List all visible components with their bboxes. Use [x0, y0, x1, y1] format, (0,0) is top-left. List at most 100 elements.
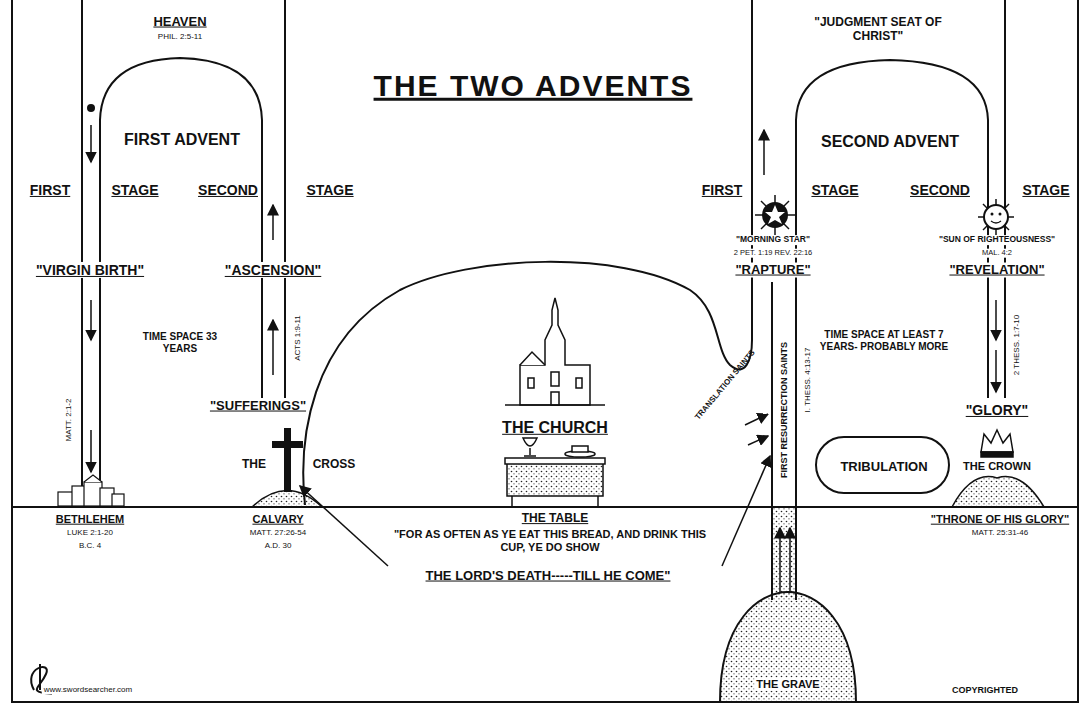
church-building: [551, 372, 559, 386]
label-text: ACTS 1:9-11: [293, 313, 302, 363]
movement-arrow: [995, 350, 997, 392]
communion-table: [505, 458, 605, 464]
first-advent-funnel: [81, 0, 83, 490]
diagram-title: THE TWO ADVENTS: [372, 69, 695, 104]
sun-of-righteousness: [984, 205, 1008, 229]
label-text: "REVELATION": [947, 263, 1046, 278]
communion-table: [529, 448, 531, 455]
morning-star: [761, 201, 789, 229]
frame: [12, 0, 1078, 702]
movement-arrow: [272, 205, 274, 240]
movement-arrow: [90, 125, 92, 162]
label-text: I. THESS. 4:13-17: [803, 346, 812, 415]
label-text: FIRST: [28, 182, 72, 198]
label-text: "SUN OF RIGHTEOUSNESS": [937, 235, 1057, 245]
tribulation-box: TRIBULATION: [815, 436, 950, 494]
sun-of-righteousness: [991, 221, 1001, 223]
morning-star: [755, 195, 795, 235]
second-advent-funnel: [752, 0, 1005, 600]
label-text: STAGE: [304, 182, 355, 198]
morning-star: [765, 205, 785, 224]
movement-arrow: [300, 486, 388, 566]
movement-arrow: [779, 528, 781, 592]
label-text: www.swordsearcher.com: [42, 685, 134, 694]
crown-on-throne: [981, 430, 1013, 452]
label-text: THE LORD'S DEATH-----TILL HE COME": [424, 569, 673, 584]
label-text: "FOR AS OFTEN AS YE EAT THIS BREAD, AND …: [383, 528, 717, 553]
label-text: "THRONE OF HIS GLORY": [929, 513, 1071, 526]
cross-on-calvary: [252, 491, 322, 508]
label-text: A.D. 30: [263, 541, 294, 550]
communion-table: [511, 496, 513, 506]
second-advent-funnel: [1004, 0, 1006, 398]
label-text: STAGE: [1020, 182, 1071, 198]
label-text: FIRST RESURRECTION SAINTS: [779, 340, 789, 480]
church-dome-outline: [295, 250, 760, 507]
cross-on-calvary: [272, 441, 303, 448]
bethlehem-town: [112, 494, 124, 506]
crown-on-throne: [981, 452, 1013, 457]
node-text: THE GRAVE: [754, 678, 821, 691]
label-text: COPYRIGHTED: [950, 685, 1020, 695]
grave-mound-outline: [720, 592, 856, 702]
crown-on-throne: [952, 477, 1044, 507]
label-text: TIME SPACE AT LEAST 7 YEARS- PROBABLY MO…: [812, 329, 956, 352]
label-text: FIRST ADVENT: [122, 131, 242, 149]
communion-table: [523, 438, 537, 446]
label-text: MAL. 4:2: [980, 249, 1014, 258]
bethlehem-town: [58, 475, 124, 506]
label-text: MATT. 27:26-54: [248, 528, 308, 537]
first-advent-funnel: [284, 0, 286, 398]
morning-star: [761, 201, 789, 229]
crown-on-throne: [952, 430, 1044, 507]
communion-table: [597, 496, 599, 506]
church-dome-outline: [303, 262, 752, 505]
label-text: TIME SPACE 33 YEARS: [138, 331, 222, 354]
label-text: LUKE 2:1-20: [65, 528, 115, 537]
morning-star: [755, 195, 795, 235]
communion-table: [524, 455, 536, 457]
church-building: [528, 378, 534, 388]
label-text: 2 PET. 1:19 REV. 22:16: [732, 249, 815, 258]
movement-arrow: [91, 125, 996, 592]
node-text: TRIBULATION: [838, 460, 929, 475]
label-text: SECOND: [908, 182, 972, 198]
movement-arrow: [748, 436, 768, 445]
label-text: PHIL. 2:5-11: [156, 32, 204, 41]
sun-of-righteousness: [991, 213, 994, 216]
label-text: "ASCENSION": [223, 262, 324, 278]
frame: [12, 0, 1078, 702]
movement-arrow: [722, 456, 770, 566]
label-text: BETHLEHEM: [54, 513, 126, 526]
church-building: [505, 298, 605, 405]
morning-star: [762, 202, 788, 228]
movement-arrow: [763, 130, 765, 175]
label-text: 2 THESS. 1:7-10: [1012, 313, 1021, 377]
label-text: SECOND ADVENT: [819, 133, 961, 151]
first-advent-funnel: [82, 0, 285, 490]
label-text: "SUFFERINGS": [208, 399, 308, 414]
church-building: [520, 352, 545, 365]
label-text: THE CROWN: [961, 460, 1033, 473]
grave-mound: THE GRAVE: [718, 588, 858, 702]
label-text: "RAPTURE": [733, 263, 812, 278]
label-text: STAGE: [109, 182, 160, 198]
sun-of-righteousness: [983, 204, 1009, 230]
label-text: THE: [240, 458, 268, 472]
label-text: HEAVEN: [151, 15, 208, 30]
movement-arrow: [745, 414, 768, 425]
movement-arrow: [789, 528, 791, 592]
label-text: CALVARY: [250, 513, 305, 526]
node-text: THE CHURCH: [500, 419, 610, 437]
second-advent-funnel: [771, 282, 773, 600]
label-text: THE TABLE: [520, 512, 590, 526]
church-dome: THE CHURCH: [295, 250, 760, 507]
label-text: CROSS: [311, 458, 358, 472]
movement-arrow: [90, 430, 92, 472]
label-text: "VIRGIN BIRTH": [34, 262, 146, 278]
sun-of-righteousness: [999, 213, 1002, 216]
communion-table: [505, 438, 605, 506]
label-text: "MORNING STAR": [734, 235, 812, 245]
